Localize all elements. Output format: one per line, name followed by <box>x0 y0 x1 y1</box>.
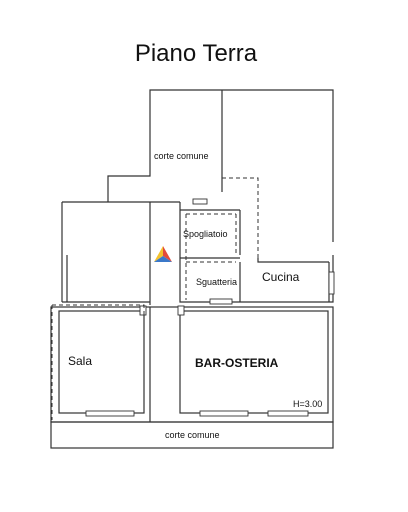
walls <box>50 89 334 449</box>
bar-outline <box>179 310 329 414</box>
dashed-sala-outline <box>52 304 145 320</box>
dashed-lines <box>51 177 259 420</box>
window-sguatteria <box>209 298 233 305</box>
window-bar-bottom-1 <box>199 410 249 417</box>
service-outline <box>179 202 334 303</box>
label-corte-bottom: corte comune <box>165 430 220 440</box>
window-corte <box>192 198 208 205</box>
label-height: H=3.00 <box>293 399 323 409</box>
dashed-roof-line <box>222 177 259 258</box>
label-sguatteria: Sguatteria <box>196 277 238 287</box>
agency-logo-icon <box>154 246 172 262</box>
label-bar-osteria: BAR-OSTERIA <box>195 356 279 370</box>
cucina-top-wall <box>257 258 329 263</box>
label-spogliatoio: Spogliatoio <box>183 229 228 239</box>
window-bar-bottom-2 <box>267 410 309 417</box>
window-sala-bottom <box>85 410 135 417</box>
page-title: Piano Terra <box>134 40 258 67</box>
label-corte-top: corte comune <box>154 151 209 161</box>
corte-bottom-outline <box>50 421 334 449</box>
corte-top-outline <box>107 89 334 242</box>
openings <box>85 198 335 417</box>
label-cucina: Cucina <box>262 270 300 284</box>
window-cucina-right <box>328 271 335 295</box>
door-bar <box>177 305 185 316</box>
label-sala: Sala <box>68 354 93 368</box>
door-sala <box>139 305 147 316</box>
main-block-outline <box>50 306 334 423</box>
